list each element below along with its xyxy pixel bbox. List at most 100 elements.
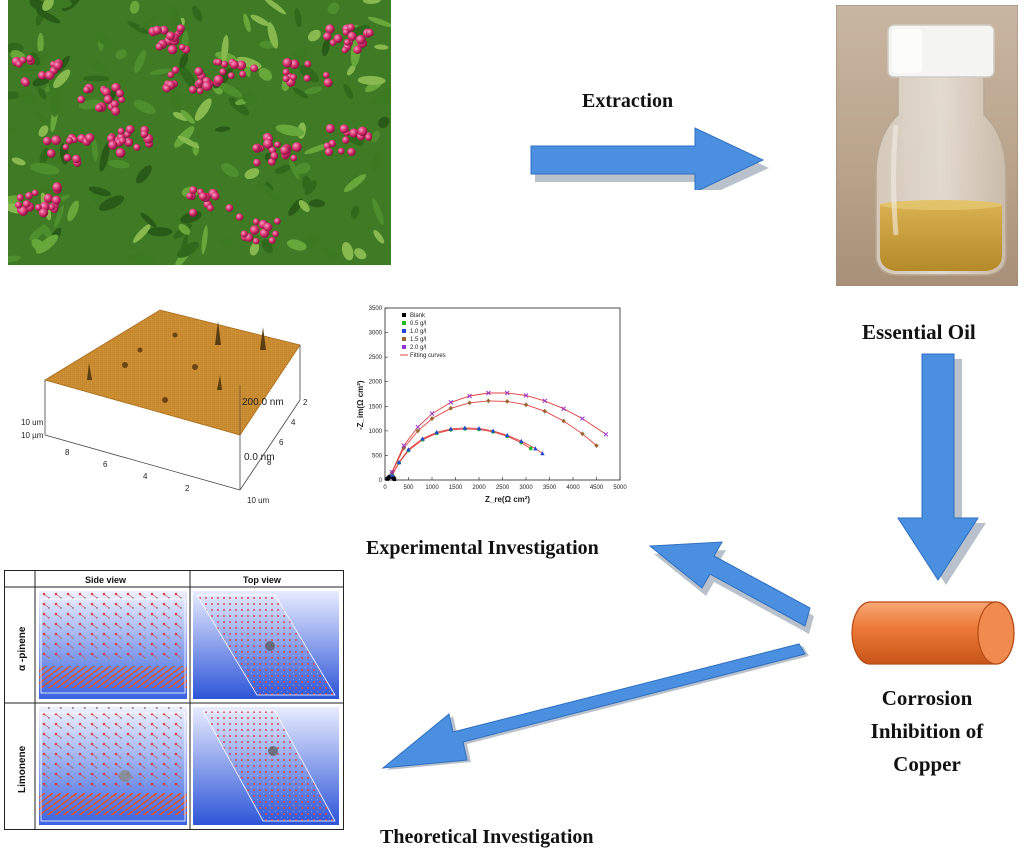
- berry: [51, 135, 61, 146]
- experimental-arrow: [648, 541, 814, 634]
- berry: [189, 186, 198, 194]
- berry: [230, 60, 239, 70]
- copper-cylinder: [848, 598, 1018, 668]
- leaf: [11, 157, 26, 166]
- berry: [337, 147, 345, 155]
- leaf: [228, 97, 250, 116]
- data-point: [467, 393, 472, 399]
- berry: [110, 100, 119, 109]
- leaf: [371, 130, 380, 143]
- leaf: [179, 53, 189, 69]
- berry: [15, 201, 23, 209]
- leaf: [301, 175, 312, 192]
- leaf: [149, 68, 172, 75]
- berry: [235, 213, 244, 221]
- legend-label: Blank: [410, 313, 426, 319]
- leaf: [38, 125, 49, 137]
- leaf: [8, 125, 18, 133]
- sim-row-label: α -pinene: [17, 626, 28, 671]
- x-tick-label: 2500: [496, 485, 510, 491]
- afm-right-tick: 2: [303, 398, 308, 407]
- berry: [47, 203, 56, 211]
- berry: [189, 208, 198, 217]
- leaf: [378, 116, 390, 129]
- berry: [133, 143, 141, 151]
- berry: [253, 158, 261, 167]
- berry: [111, 82, 121, 93]
- leaf: [294, 8, 302, 28]
- data-point: [523, 402, 529, 408]
- fit-curve: [391, 428, 531, 476]
- y-tick-label: 500: [372, 453, 383, 459]
- leaf: [91, 138, 98, 162]
- berry: [215, 58, 222, 66]
- leaf: [94, 32, 113, 47]
- leaf: [221, 163, 239, 178]
- leaf: [308, 199, 326, 208]
- leaf: [357, 75, 386, 85]
- berry: [213, 74, 224, 85]
- leaf: [321, 247, 339, 259]
- berry: [324, 147, 333, 156]
- leaf: [291, 48, 308, 62]
- berry: [118, 137, 127, 145]
- leaf: [267, 22, 279, 49]
- data-point: [504, 390, 510, 396]
- berry: [268, 237, 276, 244]
- data-point: [603, 431, 609, 437]
- berry: [341, 136, 350, 144]
- berry: [282, 75, 290, 83]
- x-tick-label: 500: [403, 485, 414, 491]
- x-tick-label: 1500: [449, 485, 463, 491]
- berry: [118, 96, 126, 103]
- plant-photo: [8, 0, 391, 265]
- leaf: [372, 152, 381, 171]
- y-tick-label: 0: [379, 478, 383, 484]
- nyquist-x-label: Z_re(Ω cm²): [485, 495, 530, 504]
- leaf: [54, 205, 65, 228]
- berry: [94, 103, 104, 112]
- berry: [152, 25, 162, 35]
- berry: [194, 67, 204, 76]
- data-point: [505, 432, 510, 438]
- leaf: [99, 142, 110, 172]
- berry: [51, 195, 61, 205]
- leaf: [135, 165, 152, 184]
- sim-side-view-limonene: [39, 707, 187, 825]
- berry: [272, 230, 279, 238]
- corrosion-line: Copper: [893, 752, 961, 776]
- berry: [63, 153, 72, 162]
- berry: [267, 158, 276, 166]
- berry: [325, 24, 335, 34]
- berry: [125, 124, 135, 134]
- afm-left-tick: 10 um: [21, 418, 44, 427]
- down-arrow: [897, 353, 986, 585]
- corrosion-line: Inhibition of: [870, 719, 984, 743]
- berry: [252, 144, 260, 152]
- afm-right-tick: 8: [267, 458, 272, 467]
- leaf: [8, 255, 21, 264]
- berry: [52, 182, 63, 192]
- afm-right-tick: 10 um: [247, 496, 270, 505]
- berry: [349, 128, 359, 138]
- berry: [323, 142, 331, 150]
- berry: [196, 78, 204, 86]
- leaf: [373, 230, 385, 244]
- berry: [250, 64, 258, 73]
- leaf: [367, 16, 391, 28]
- leaf: [37, 32, 44, 54]
- berry: [365, 28, 374, 37]
- berry: [365, 133, 373, 141]
- data-point: [580, 416, 585, 421]
- leaf: [341, 242, 354, 261]
- legend-label: 0.5 g/l: [410, 321, 426, 327]
- berry: [211, 192, 220, 201]
- berry: [167, 71, 175, 79]
- x-tick-label: 4500: [590, 485, 604, 491]
- leaf: [343, 174, 367, 193]
- leaf: [286, 239, 307, 251]
- berry: [117, 127, 125, 135]
- berry: [357, 126, 368, 137]
- y-tick-label: 1500: [369, 404, 383, 410]
- leaf: [220, 238, 233, 246]
